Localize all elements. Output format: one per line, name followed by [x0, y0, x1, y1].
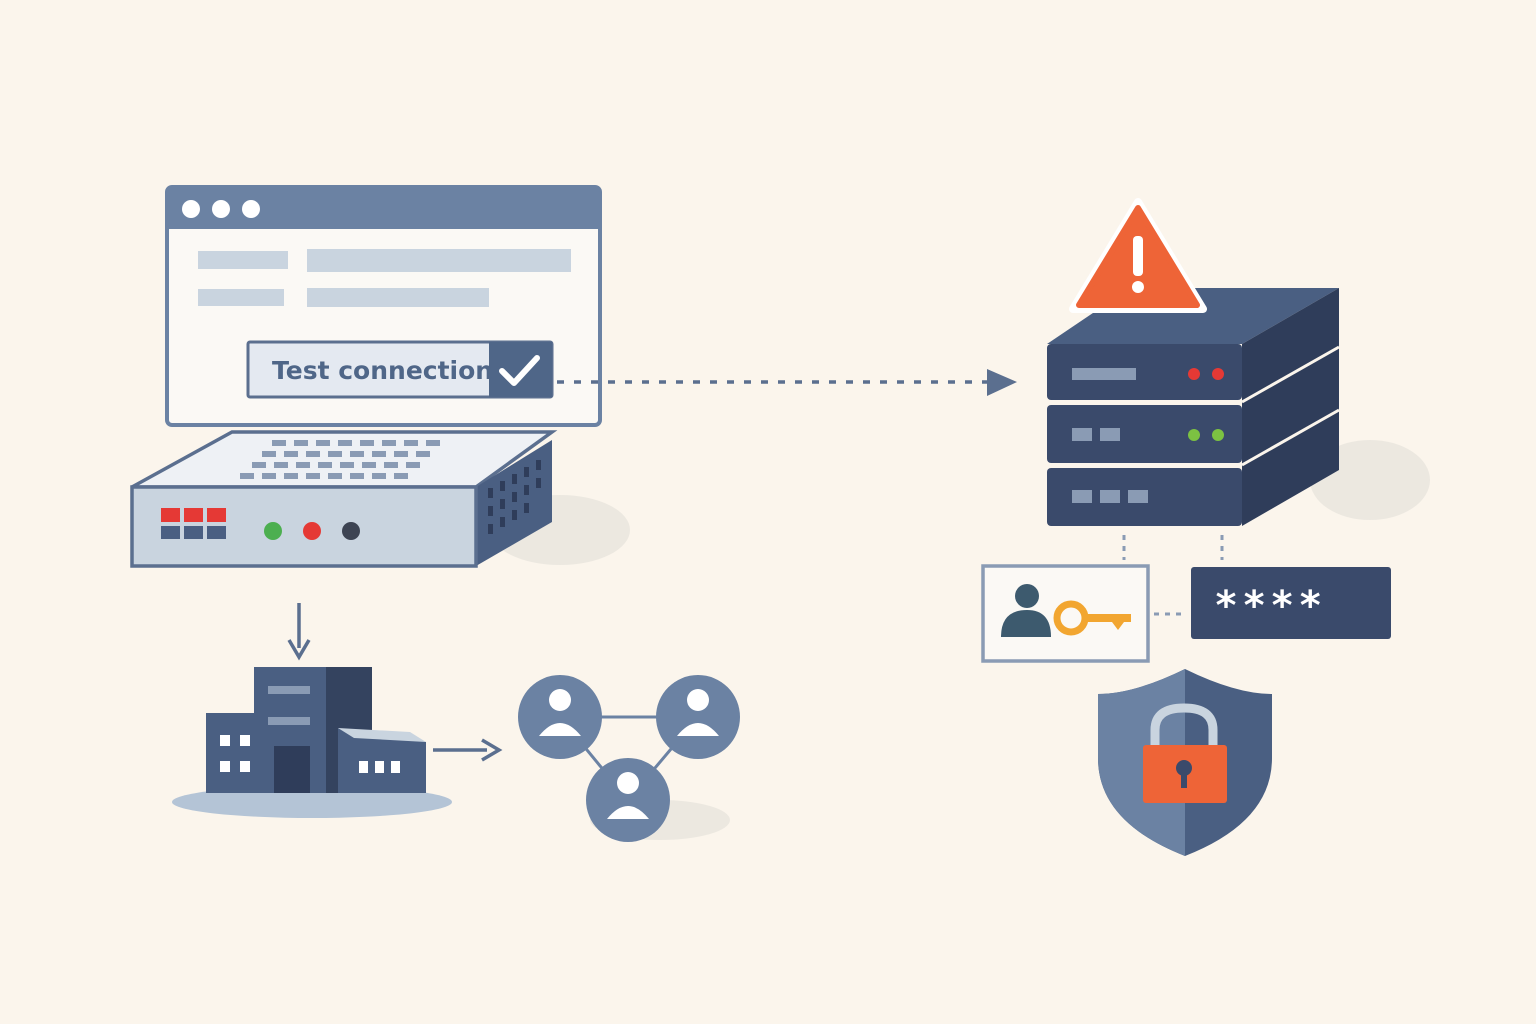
status-led-off: [342, 522, 360, 540]
vent-grille: [240, 440, 440, 479]
user-node: [586, 758, 670, 842]
status-led-red: [303, 522, 321, 540]
form-label-placeholder: [198, 289, 284, 306]
user-group-network-icon: [518, 675, 740, 842]
warning-triangle-icon: [1069, 198, 1207, 313]
arrow-head-icon: [987, 369, 1017, 396]
side-vents: [488, 460, 541, 534]
down-arrow-head-icon: [287, 639, 311, 661]
right-arrow-head-icon: [481, 738, 503, 762]
user-node: [518, 675, 602, 759]
masked-password: ****: [1214, 583, 1326, 629]
server-led-red: [1212, 368, 1224, 380]
password-field-icon: ****: [1191, 567, 1391, 639]
form-field-placeholder: [307, 249, 571, 272]
server-led-green: [1188, 429, 1200, 441]
form-field-placeholder: [307, 288, 489, 307]
window-dot-icon: [212, 200, 230, 218]
status-led-green: [264, 522, 282, 540]
shield-lock-icon: [1098, 669, 1272, 856]
server-stack-icon: [1047, 288, 1430, 526]
checkmark-icon: [499, 355, 540, 386]
user-node: [656, 675, 740, 759]
server-led-green: [1212, 429, 1224, 441]
form-label-placeholder: [198, 251, 288, 269]
window-dot-icon: [242, 200, 260, 218]
office-building-icon: [172, 667, 452, 818]
window-dot-icon: [182, 200, 200, 218]
port-indicators: [161, 508, 226, 539]
network-appliance-icon: [130, 430, 630, 568]
test-connection-label: Test connection: [272, 356, 493, 385]
test-connection-button[interactable]: Test connection: [246, 340, 554, 399]
user-key-credential-icon: [981, 564, 1150, 663]
server-led-red: [1188, 368, 1200, 380]
